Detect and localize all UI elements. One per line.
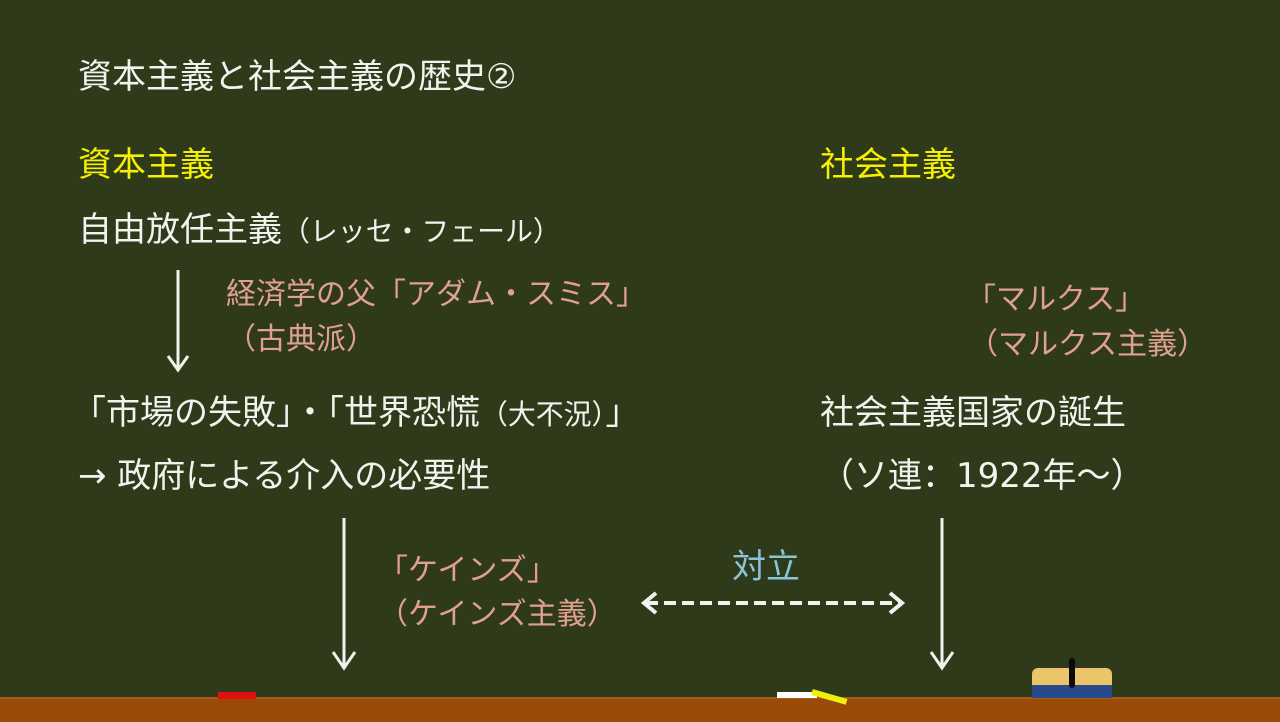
socialism-heading: 社会主義 xyxy=(820,145,956,185)
government-intervention-text: → 政府による介入の必要性 xyxy=(78,456,491,496)
chalk-ledge xyxy=(0,697,1280,722)
slide-title: 資本主義と社会主義の歴史② xyxy=(78,57,517,97)
laissez-faire-main: 自由放任主義 xyxy=(78,210,282,250)
market-failure-text: 「市場の失敗」・「世界恐慌（大不況）」 xyxy=(72,393,640,433)
laissez-faire-sub: （レッセ・フェール） xyxy=(282,215,561,248)
conflict-label: 対立 xyxy=(732,547,800,587)
keynes-note: 「ケインズ」 xyxy=(378,553,557,588)
ussr-text: （ソ連：1922年～） xyxy=(820,456,1145,496)
keynesianism-note: （ケインズ主義） xyxy=(378,597,617,632)
red-chalk xyxy=(218,692,256,699)
marxism-note: （マルクス主義） xyxy=(968,327,1208,362)
eraser-base xyxy=(1032,685,1112,698)
double-arrow-dashed-icon xyxy=(640,591,906,615)
white-chalk xyxy=(777,692,817,698)
arrow-down-icon xyxy=(929,518,955,671)
arrow-down-icon xyxy=(331,518,357,671)
eraser-handle xyxy=(1069,658,1075,688)
chalkboard xyxy=(0,0,1280,697)
marx-note: 「マルクス」 xyxy=(966,282,1146,317)
eraser-icon xyxy=(1032,658,1112,698)
arrow-down-icon xyxy=(166,270,190,373)
adam-smith-note: 経済学の父「アダム・スミス」 xyxy=(226,277,646,312)
classical-school-note: （古典派） xyxy=(226,322,376,357)
laissez-faire-text: 自由放任主義（レッセ・フェール） xyxy=(78,213,561,247)
capitalism-heading: 資本主義 xyxy=(78,145,214,185)
socialist-state-birth-text: 社会主義国家の誕生 xyxy=(820,393,1126,433)
